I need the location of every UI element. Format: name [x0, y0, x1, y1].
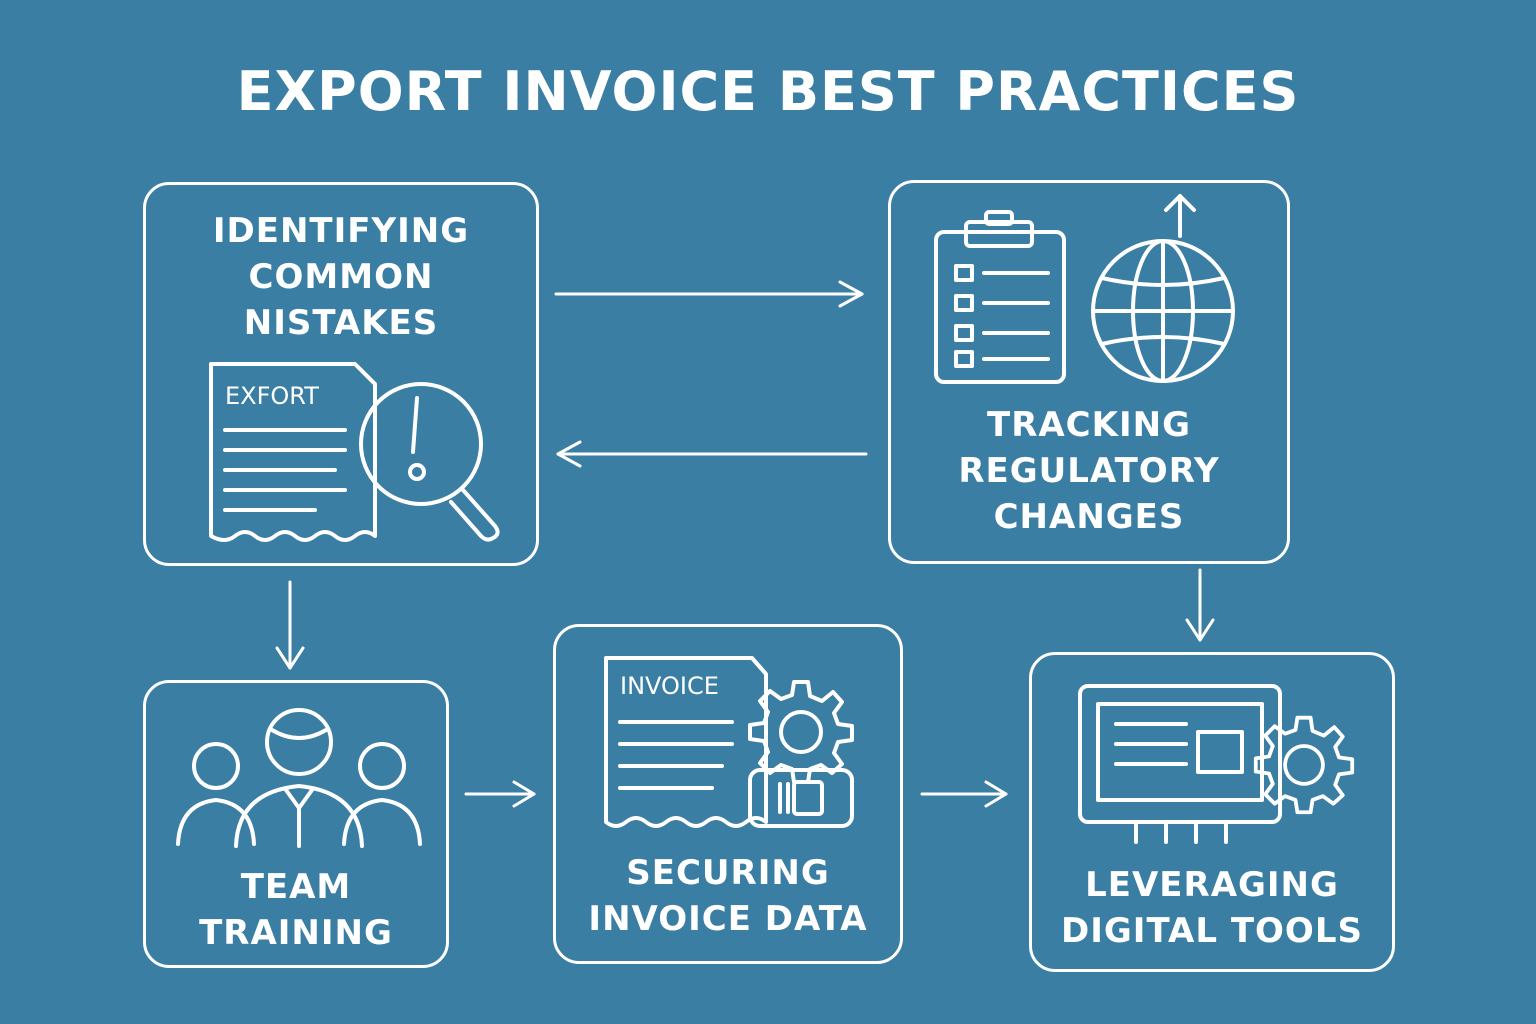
clipboard-checklist-icon — [934, 210, 1066, 384]
edge-regulatory-to-digital — [1185, 568, 1215, 642]
edge-mistakes-to-regulatory — [554, 280, 864, 308]
up-arrow-icon — [1164, 194, 1196, 238]
document-label: EXFORT — [225, 382, 319, 410]
node-mistakes-label: IDENTIFYING COMMON NISTAKES — [212, 211, 470, 343]
node-digital-label: LEVERAGING DIGITAL TOOLS — [1061, 865, 1363, 951]
node-securing — [553, 624, 903, 964]
node-digital — [1029, 652, 1395, 972]
node-regulatory — [888, 180, 1290, 564]
node-mistakes — [143, 182, 539, 566]
node-regulatory-label: TRACKING REGULATORY CHANGES — [958, 405, 1220, 537]
magnifier-warning-icon — [359, 382, 500, 542]
gear-icon — [1253, 715, 1355, 815]
document-icon: EXFORT — [209, 362, 500, 542]
edge-training-to-securing — [464, 780, 536, 808]
invoice-document-icon: INVOICE — [604, 656, 768, 828]
card-icon — [748, 768, 854, 828]
page-title: EXPORT INVOICE BEST PRACTICES — [236, 60, 1300, 123]
team-people-icon — [176, 708, 422, 848]
globe-icon — [1091, 239, 1235, 383]
edge-regulatory-to-mistakes — [556, 440, 868, 468]
node-training-label: TEAM TRAINING — [199, 867, 393, 953]
node-training — [143, 680, 449, 968]
node-securing-label: SECURING INVOICE DATA — [588, 853, 868, 939]
monitor-icon — [1078, 684, 1282, 844]
edge-securing-to-digital — [920, 780, 1008, 808]
invoice-label: INVOICE — [620, 672, 719, 700]
edge-mistakes-to-training — [275, 580, 305, 670]
